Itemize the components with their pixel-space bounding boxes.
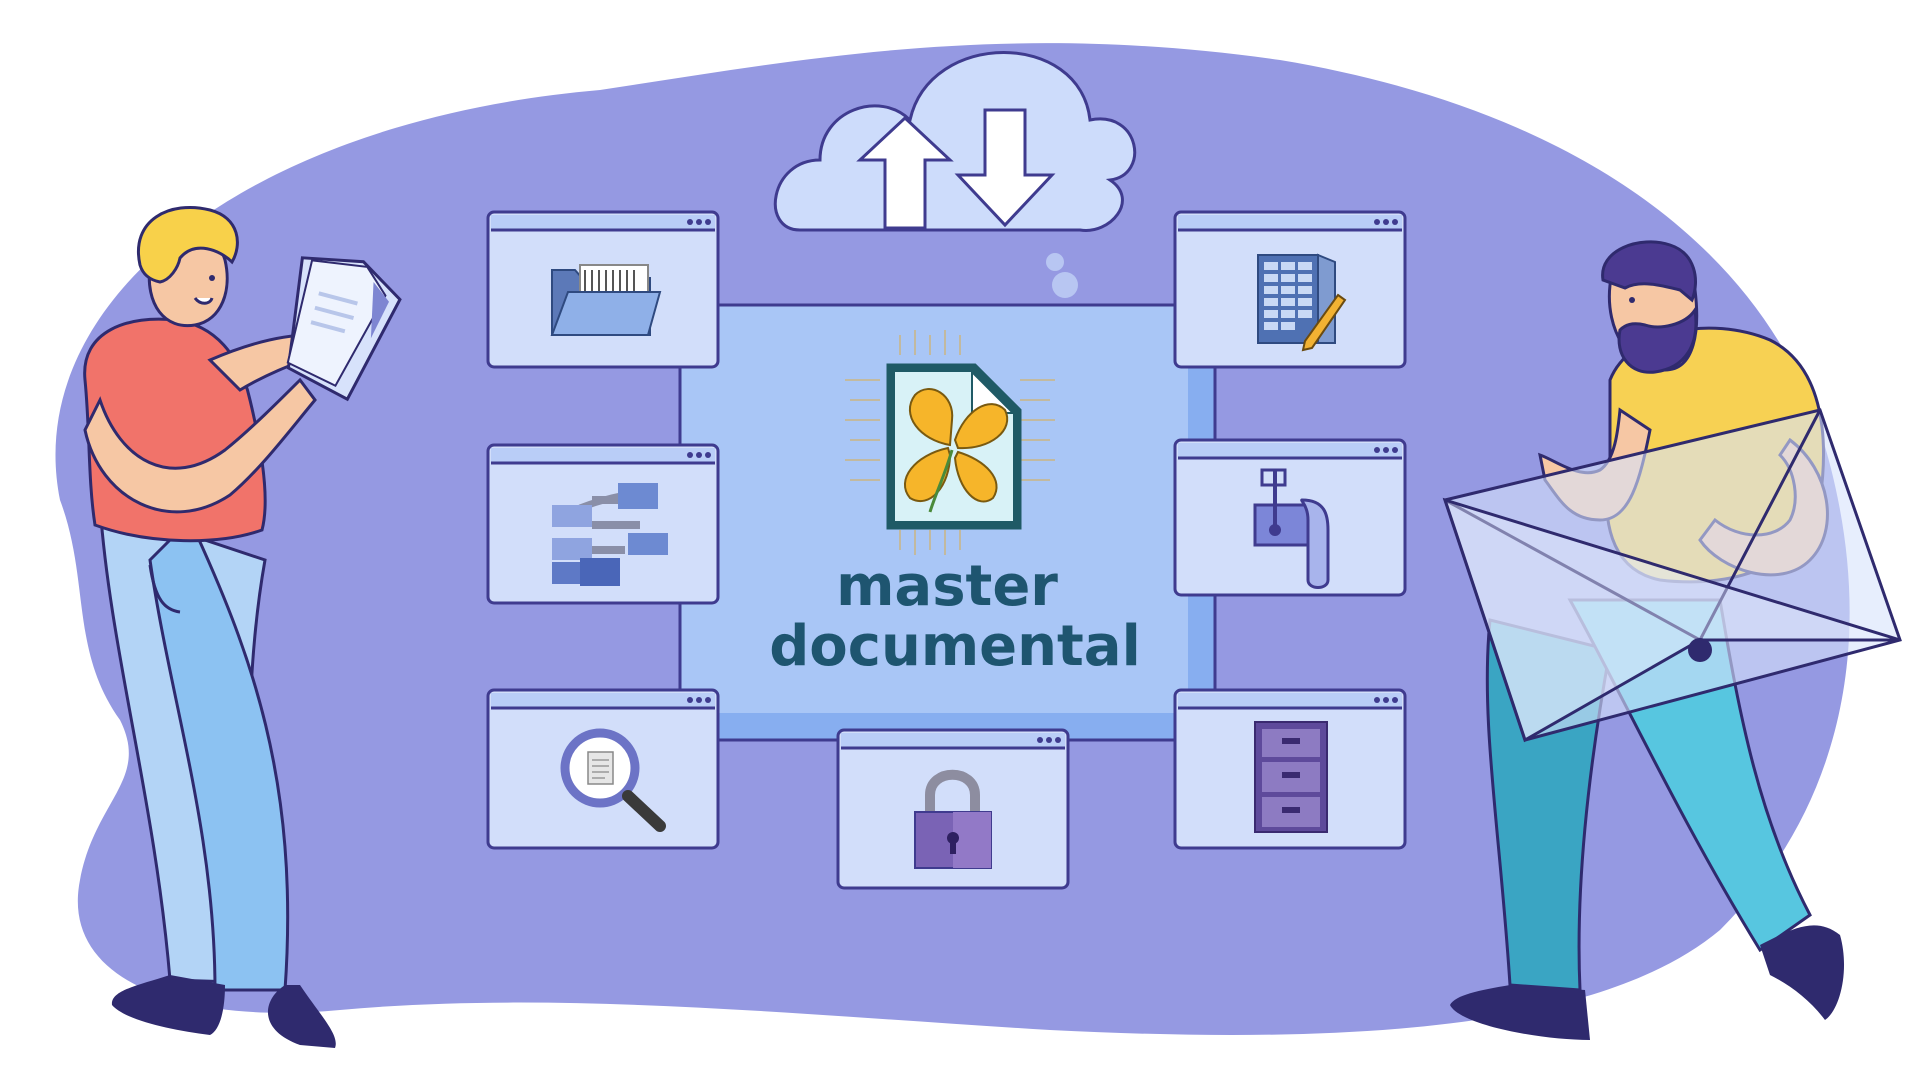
tablet-document [286,256,402,402]
window-lock[interactable] [836,728,1070,890]
brand-line-master: master [836,554,1058,619]
window-cabinet[interactable] [1173,688,1407,850]
padlock-icon [914,769,992,869]
folder-icon [550,264,662,336]
search-document-icon [560,728,666,832]
cloud-sync-icon [773,51,1137,298]
window-spreadsheet[interactable] [1173,210,1407,369]
man-figure [1442,240,1902,1040]
window-workflow[interactable] [486,443,720,605]
window-folder[interactable] [486,210,720,369]
clover-document-icon [845,330,1055,555]
workflow-icon [552,483,668,586]
brand-line-documental: documental [769,614,1141,679]
woman-figure [83,205,402,1048]
file-cabinet-icon [1254,721,1328,833]
mailbox-icon [1253,468,1330,589]
envelope-icon [1442,408,1902,743]
window-mailbox[interactable] [1173,438,1407,597]
spreadsheet-edit-icon [1257,253,1347,352]
window-search[interactable] [486,688,720,850]
